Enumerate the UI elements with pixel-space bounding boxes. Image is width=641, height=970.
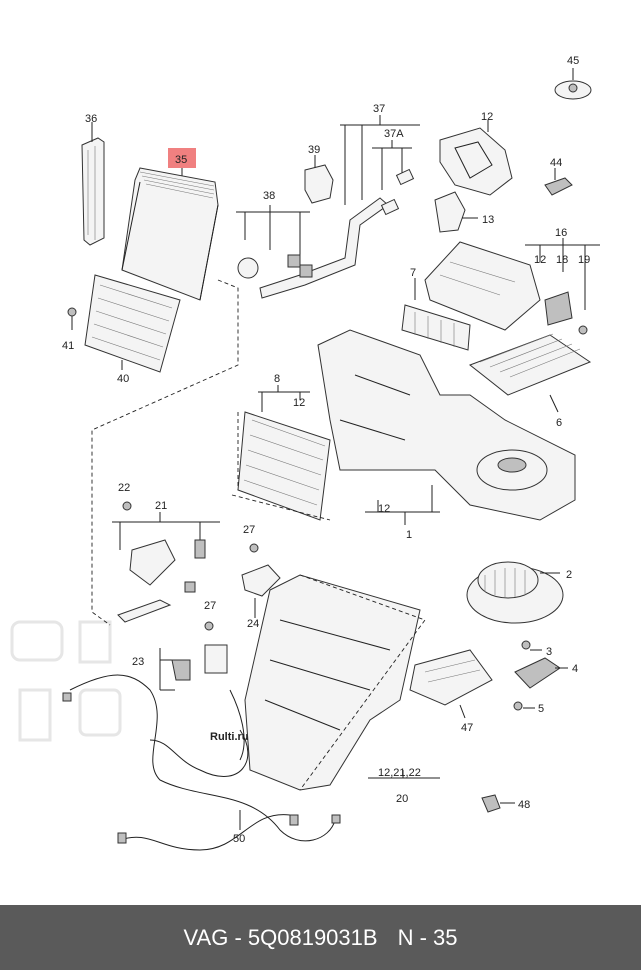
part-37-pipes [259,115,420,299]
part-22-screw [122,501,132,511]
part-39-valve [304,155,334,204]
part-47-bracket [409,649,493,719]
label-12-filter: 12 [293,397,305,409]
label-45: 45 [567,55,579,67]
label-19: 19 [578,254,590,266]
highlight-box [168,148,196,168]
part-16-flap-unit [424,238,600,335]
label-21: 21 [155,500,167,512]
label-27-bottom: 27 [204,600,216,612]
label-50: 50 [233,833,245,845]
label-4: 4 [572,663,578,675]
label-41: 41 [62,340,74,352]
label-20: 20 [396,793,408,805]
part-24-motor [241,564,281,618]
part-41-screw [67,307,77,330]
group-line-upper [91,279,239,626]
label-6: 6 [556,417,562,429]
parts-diagram: Rulti.ru [10,55,600,851]
label-37: 37 [373,103,385,115]
part-12-gasket [439,120,513,196]
label-13: 13 [482,214,494,226]
label-12-top: 12 [481,111,493,123]
label-7: 7 [410,267,416,279]
part-21-actuator [112,512,220,623]
label-48: 48 [518,799,530,811]
part-7-flap [401,278,471,351]
label-23: 23 [132,656,144,668]
label-39: 39 [308,144,320,156]
label-22: 22 [118,482,130,494]
label-16: 16 [555,227,567,239]
label-5: 5 [538,703,544,715]
label-8: 8 [274,373,280,385]
label-27-top: 27 [243,524,255,536]
label-36: 36 [85,113,97,125]
part-13-seal [434,191,478,233]
group-line-filter [231,412,331,521]
label-40: 40 [117,373,129,385]
part-27-screw-a [249,543,259,553]
part-2-blower [466,561,564,624]
label-1: 1 [406,529,412,541]
label-12-flap: 12 [534,254,546,266]
footer-bar: VAG - 5Q0819031B N - 35 [0,905,641,970]
group-line-lower [299,574,426,791]
part-4-resistor [514,657,568,689]
part-27-screw-b [204,621,214,631]
part-5-screw [513,701,535,711]
part-36-side-panel [81,122,105,246]
watermark-icons [10,620,122,742]
label-18: 18 [556,254,568,266]
part-3-screw [521,640,542,651]
label-38: 38 [263,190,275,202]
part-35-evaporator [121,148,219,301]
part-50-harness [62,674,341,851]
part-1-housing [317,329,576,525]
label-12-21-22: 12,21,22 [378,767,421,779]
part-44-sensor [544,168,573,196]
label-2: 2 [566,569,572,581]
label-47: 47 [461,722,473,734]
part-23-actuator [159,644,228,691]
label-44: 44 [550,157,562,169]
part-40-heater [84,274,181,373]
label-37A: 37A [384,128,404,140]
part-48-clip [481,794,515,813]
footer-reference: N - 35 [397,924,458,950]
label-3: 3 [546,646,552,658]
part-lower-housing [244,574,440,791]
part-6-filter [468,333,592,413]
label-35: 35 [175,154,187,166]
part-8-filter [237,385,331,521]
label-24: 24 [247,618,259,630]
watermark: Rulti.ru [210,731,249,743]
part-38-fittings [236,205,313,279]
label-12-housing: 12 [378,503,390,515]
part-45-cap [554,68,592,100]
footer-part-number: VAG - 5Q0819031B [183,924,378,950]
